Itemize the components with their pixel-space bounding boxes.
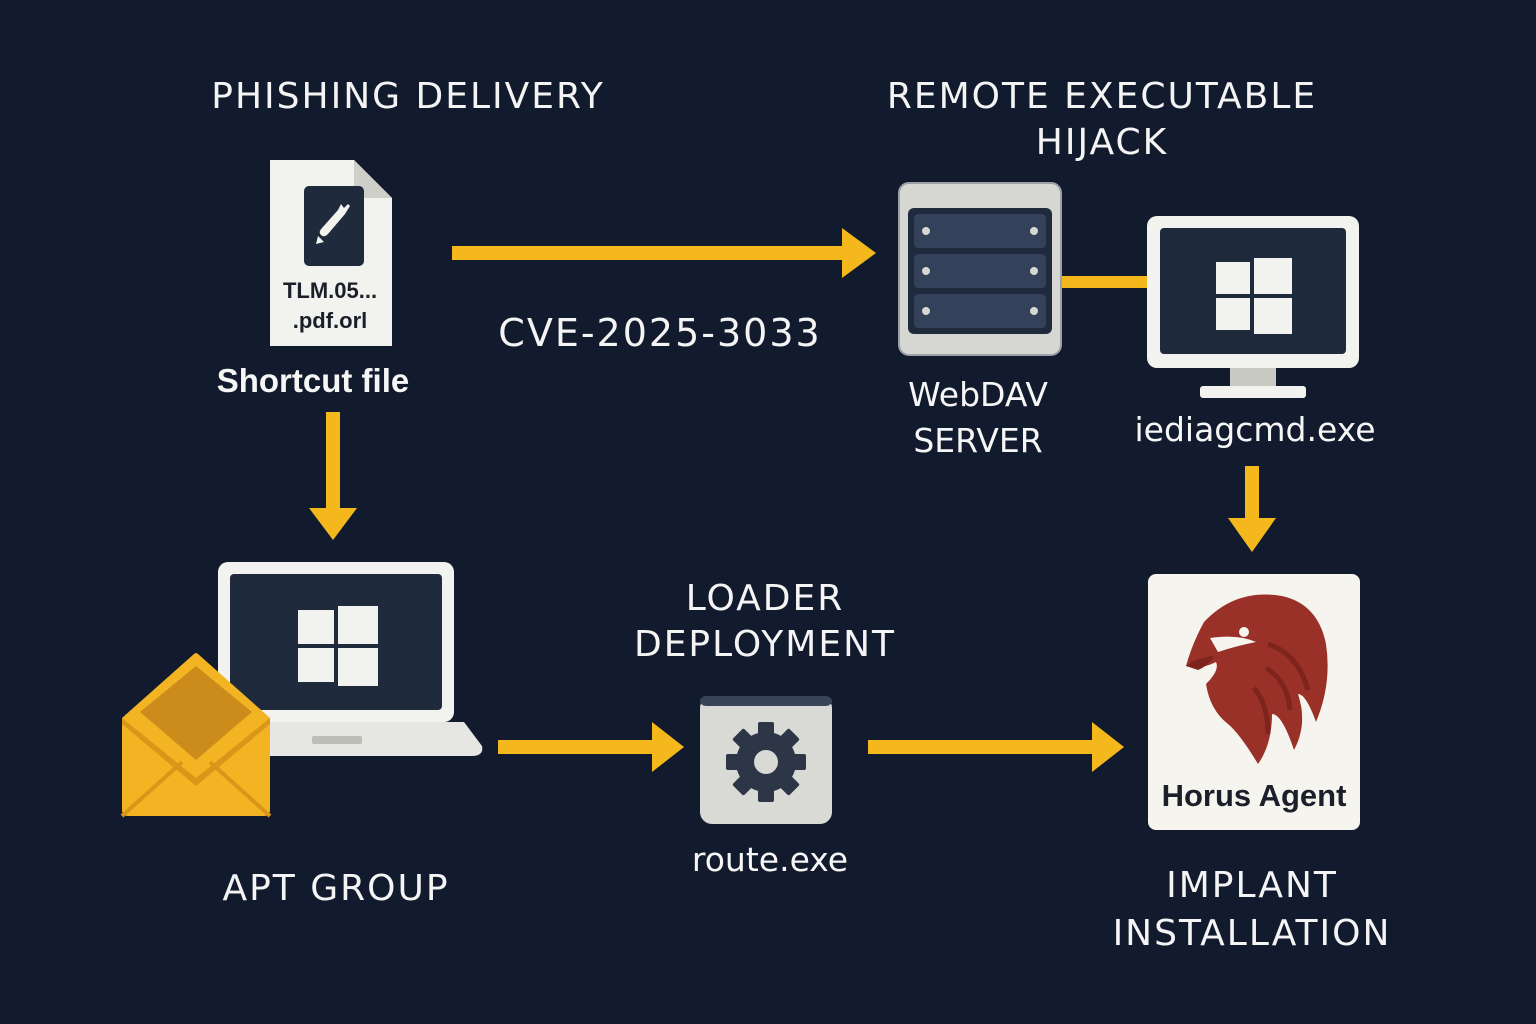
loader-heading-line2: DEPLOYMENT [633,624,897,665]
shortcut-file-icon [270,160,392,346]
implant-installation-heading: IMPLANT INSTALLATION [1080,862,1424,958]
phishing-delivery-heading: PHISHING DELIVERY [211,76,605,117]
webdav-label-line1: WebDAV [908,375,1048,414]
implant-heading-line2: INSTALLATION [1112,913,1392,954]
webdav-server-label: WebDAV SERVER [870,372,1086,464]
arrow-laptop-to-route-head [652,722,684,772]
iediagcmd-label: iediagcmd.exe [1134,410,1376,449]
arrow-route-to-horus-head [1092,722,1124,772]
arrow-route-to-horus-shaft [868,740,1096,754]
arrow-file-to-laptop-head [309,508,357,540]
shortcut-file-label: Shortcut file [216,362,410,399]
file-name-line2: .pdf.orl [292,308,368,333]
webdav-server-node [898,182,1062,356]
gear-icon [700,696,832,824]
apt-group-node [116,560,486,822]
arrow-monitor-to-horus-shaft [1245,466,1259,522]
eagle-icon [1186,594,1328,764]
windows-monitor-icon [1147,216,1359,398]
remote-executable-hijack-heading: REMOTE EXECUTABLE HIJACK [860,74,1344,166]
arrow-laptop-to-route-shaft [498,740,658,754]
loader-deployment-heading: LOADER DEPLOYMENT [600,576,930,668]
arrow-file-to-laptop-shaft [326,412,340,512]
horus-agent-node: Horus Agent [1148,574,1360,830]
apt-group-heading: APT GROUP [222,868,450,909]
file-name-line1: TLM.05... [282,278,378,303]
windows-laptop-icon [189,562,483,756]
arrow-file-to-server-head [842,228,876,278]
server-monitor-connector [1058,276,1148,288]
horus-agent-label: Horus Agent [1161,778,1347,813]
envelope-icon [120,653,272,818]
remote-heading-line1: REMOTE EXECUTABLE [886,76,1318,117]
cve-label: CVE-2025-3033 [498,311,822,355]
server-icon [898,182,1062,356]
loader-heading-line1: LOADER [685,578,845,619]
implant-heading-line1: IMPLANT [1166,865,1338,906]
remote-heading-line2: HIJACK [1035,122,1169,163]
route-exe-node [698,694,834,826]
iediagcmd-node [1146,214,1360,400]
arrow-monitor-to-horus-head [1228,518,1276,552]
shortcut-file-node: TLM.05... .pdf.orl [266,158,394,348]
route-exe-label: route.exe [691,840,849,879]
arrow-file-to-server-shaft [452,246,850,260]
webdav-label-line2: SERVER [913,421,1043,460]
